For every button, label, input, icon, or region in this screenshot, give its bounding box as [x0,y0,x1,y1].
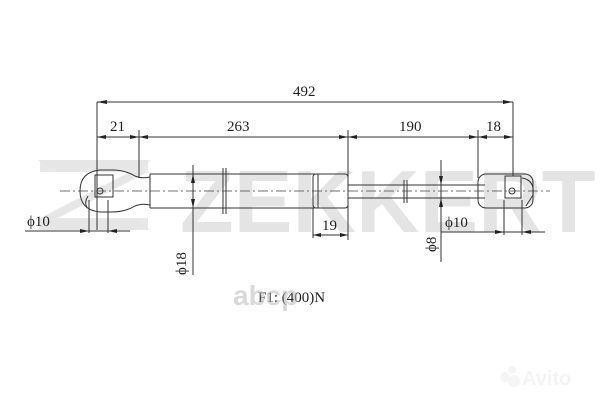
force-label: F1: (400)N [258,290,325,306]
dim-overall-label: 492 [293,84,316,100]
dim-overall: 492 [96,84,514,230]
piston-rod [348,180,485,203]
dim-cap: 19 [312,208,348,238]
right-end-fitting [477,173,534,209]
dim-eye-left-label: 21 [110,119,125,135]
dim-rod-diameter: ϕ8 [424,160,443,262]
avito-watermark: Avito [500,366,571,390]
zekkert-watermark: ZEKKERT [38,152,596,251]
abcp-watermark: abcp [233,280,298,311]
dim-rod-label: 190 [399,119,422,135]
dim-rod-diameter-label: ϕ8 [424,237,440,252]
dim-right-hole: ϕ10 [441,200,545,235]
cylinder-body [149,168,349,214]
dim-body-diameter: ϕ18 [174,165,195,275]
dim-left-hole: ϕ10 [25,200,130,233]
watermark-text: ZEKKERT [180,152,596,251]
dim-eye-right-label: 18 [486,119,501,135]
dim-right-hole-label: ϕ10 [445,215,468,231]
dim-segments: 21 263 190 18 [97,119,513,240]
avito-text: Avito [522,368,571,390]
left-end-fitting [79,169,151,213]
dim-body-label: 263 [227,119,250,135]
dim-cap-label: 19 [322,218,337,234]
dim-body-diameter-label: ϕ18 [174,252,190,275]
dim-left-hole-label: ϕ10 [27,214,50,230]
